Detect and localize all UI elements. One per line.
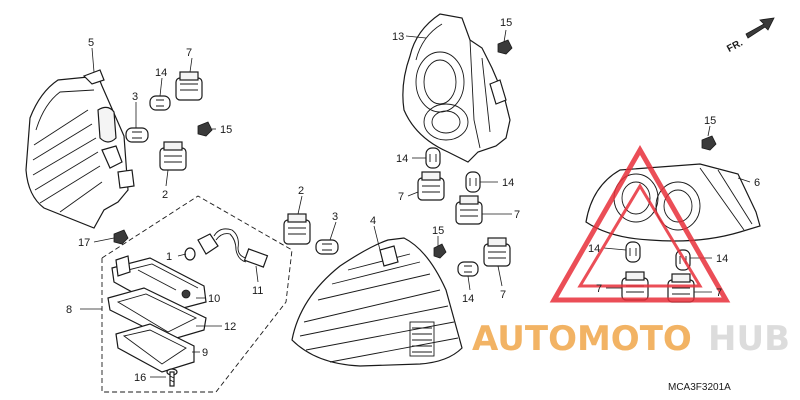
part-1-bulb bbox=[184, 247, 196, 261]
diagram-code: MCA3F3201A bbox=[668, 382, 731, 393]
callout-7: 7 bbox=[186, 47, 192, 59]
part-7-socket bbox=[175, 71, 203, 101]
part-14-bulb bbox=[465, 171, 481, 193]
part-5-rear-light-left bbox=[25, 69, 135, 229]
watermark-logo bbox=[549, 144, 731, 303]
callout-3: 3 bbox=[132, 91, 138, 103]
front-direction-indicator: FR. bbox=[725, 17, 775, 55]
callout-3: 3 bbox=[332, 211, 338, 223]
callout-14: 14 bbox=[716, 253, 728, 265]
part-7-socket bbox=[483, 237, 511, 267]
part-7-socket bbox=[417, 171, 445, 201]
part-15-clip bbox=[497, 39, 513, 55]
part-14-bulb bbox=[425, 147, 441, 169]
arrow-icon bbox=[745, 17, 775, 39]
callout-14: 14 bbox=[155, 67, 167, 79]
callout-2: 2 bbox=[298, 185, 304, 197]
callout-7: 7 bbox=[514, 209, 520, 221]
watermark-text-primary: AUTOMOTO bbox=[472, 319, 692, 359]
callout-14: 14 bbox=[462, 293, 474, 305]
callout-1: 1 bbox=[166, 251, 172, 263]
watermark-text-secondary: HUB bbox=[708, 319, 790, 359]
part-15-clip bbox=[197, 121, 213, 137]
part-9-license-lens bbox=[115, 323, 195, 373]
callout-2: 2 bbox=[162, 189, 168, 201]
part-16-screw bbox=[166, 368, 178, 387]
callout-6: 6 bbox=[754, 177, 760, 189]
part-12-gasket bbox=[107, 287, 207, 341]
part-14-bulb bbox=[625, 241, 641, 263]
part-4-rear-light-center bbox=[291, 237, 463, 367]
part-3-bulb bbox=[315, 239, 339, 255]
part-13-housing bbox=[402, 13, 511, 163]
callout-15: 15 bbox=[704, 115, 716, 127]
watermark: AUTOMOTO HUB bbox=[472, 144, 790, 359]
part-14-bulb bbox=[149, 95, 171, 111]
part-2-socket bbox=[283, 213, 311, 245]
callout-8: 8 bbox=[66, 304, 72, 316]
part-15-clip bbox=[701, 135, 717, 151]
direction-label: FR. bbox=[725, 37, 745, 54]
part-14-bulb bbox=[457, 261, 479, 277]
callout-17: 17 bbox=[78, 237, 90, 249]
callout-15: 15 bbox=[432, 225, 444, 237]
part-15-clip bbox=[433, 243, 447, 259]
part-2-socket bbox=[159, 141, 187, 171]
callout-labels: 5 7 14 3 15 2 2 3 4 17 1 11 10 8 12 9 16… bbox=[66, 17, 760, 384]
license-light-assembly-box bbox=[101, 195, 293, 393]
callout-7: 7 bbox=[596, 283, 602, 295]
callout-15: 15 bbox=[500, 17, 512, 29]
callout-9: 9 bbox=[202, 347, 208, 359]
callout-7: 7 bbox=[500, 289, 506, 301]
part-10-license-lamp-base bbox=[111, 255, 207, 313]
part-3-bulb bbox=[125, 127, 149, 143]
part-17-clip bbox=[113, 229, 129, 245]
callout-10: 10 bbox=[208, 293, 220, 305]
leader-lines bbox=[91, 29, 751, 378]
callout-11: 11 bbox=[252, 285, 263, 297]
callout-7: 7 bbox=[716, 287, 722, 299]
callout-14: 14 bbox=[396, 153, 408, 165]
callout-14: 14 bbox=[588, 243, 600, 255]
callout-7: 7 bbox=[398, 191, 404, 203]
callout-13: 13 bbox=[392, 31, 404, 43]
callout-5: 5 bbox=[88, 37, 94, 49]
part-11-socket-harness bbox=[197, 228, 269, 268]
part-7-socket bbox=[455, 195, 483, 225]
callout-12: 12 bbox=[224, 321, 236, 333]
callout-14: 14 bbox=[502, 177, 514, 189]
part-6-rear-light-right bbox=[585, 163, 761, 242]
callout-15: 15 bbox=[220, 124, 232, 136]
callout-4: 4 bbox=[370, 215, 376, 227]
callout-16: 16 bbox=[134, 372, 146, 384]
